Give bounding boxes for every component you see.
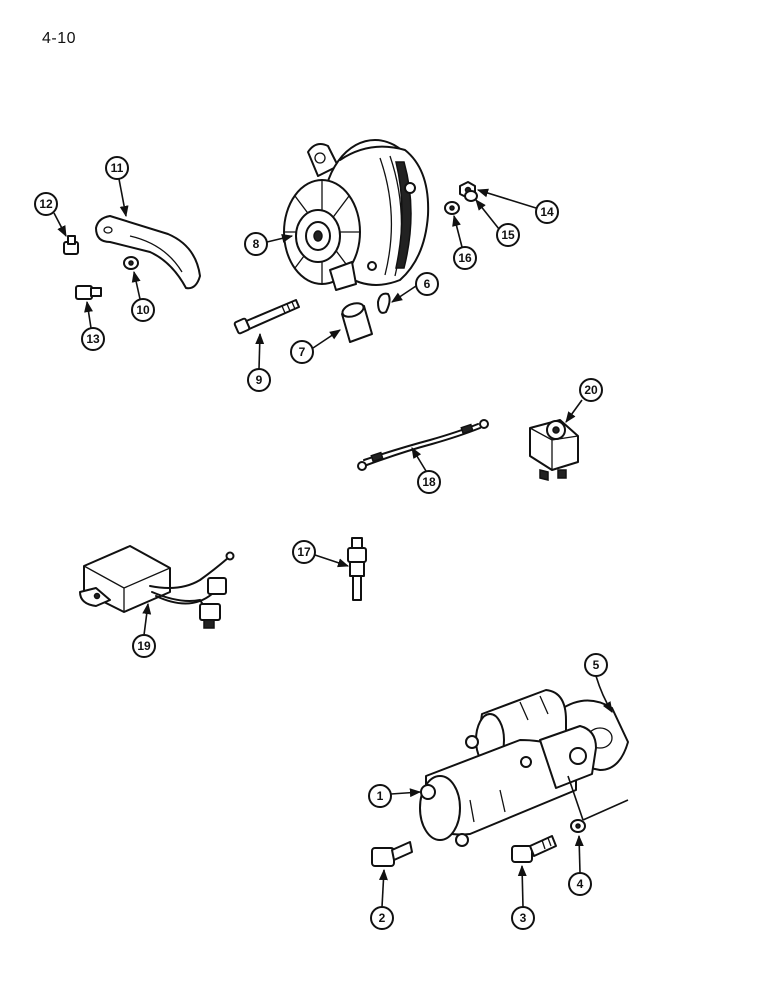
callout-15: 15 xyxy=(496,223,520,247)
bolt-13-illustration xyxy=(75,285,102,300)
bolt-2-illustration xyxy=(371,841,413,867)
svg-text:5: 5 xyxy=(593,658,600,672)
leader-14 xyxy=(476,188,537,209)
leader-5 xyxy=(595,675,613,713)
leader-8 xyxy=(266,233,294,243)
svg-text:3: 3 xyxy=(520,911,527,925)
starter-illustration xyxy=(419,689,629,847)
svg-text:7: 7 xyxy=(299,345,306,359)
bolt-9-illustration xyxy=(233,299,300,335)
leader-11 xyxy=(118,178,129,218)
callout-8: 8 xyxy=(244,232,268,256)
leader-7 xyxy=(312,329,341,349)
leader-20 xyxy=(565,399,583,423)
callout-18: 18 xyxy=(417,470,441,494)
callout-2: 2 xyxy=(370,906,394,930)
svg-text:4: 4 xyxy=(577,877,584,891)
svg-text:19: 19 xyxy=(137,639,151,653)
spacer-plate-6-illustration xyxy=(377,292,391,314)
leader-12 xyxy=(53,212,67,237)
callout-5: 5 xyxy=(584,653,608,677)
leader-6 xyxy=(391,285,417,303)
leader-2 xyxy=(378,868,388,908)
leader-1 xyxy=(390,788,422,798)
leader-16 xyxy=(452,214,463,248)
callout-14: 14 xyxy=(535,200,559,224)
callout-13: 13 xyxy=(81,327,105,351)
leader-18 xyxy=(411,447,427,472)
wire-lead-18-illustration xyxy=(357,419,489,471)
callout-19: 19 xyxy=(132,634,156,658)
callout-12: 12 xyxy=(34,192,58,216)
leader-17 xyxy=(314,554,350,568)
callout-16: 16 xyxy=(453,246,477,270)
spacer-7-illustration xyxy=(341,302,373,343)
leader-4b xyxy=(567,775,629,821)
leader-lines xyxy=(53,178,629,908)
svg-text:14: 14 xyxy=(540,205,554,219)
svg-text:2: 2 xyxy=(379,911,386,925)
adjusting-strap-illustration xyxy=(95,215,201,290)
leader-3 xyxy=(517,864,527,908)
glow-plug-17-illustration xyxy=(347,537,367,601)
callout-10: 10 xyxy=(131,298,155,322)
callout-6: 6 xyxy=(415,272,439,296)
leader-4 xyxy=(574,834,584,874)
svg-text:16: 16 xyxy=(458,251,472,265)
svg-text:18: 18 xyxy=(422,475,436,489)
lock-washer-15-illustration xyxy=(464,190,478,202)
callout-17: 17 xyxy=(292,540,316,564)
relay-20-illustration xyxy=(529,419,579,481)
bolt-12-illustration xyxy=(63,235,79,255)
leader-13 xyxy=(84,300,93,329)
svg-text:11: 11 xyxy=(111,161,124,175)
svg-text:1: 1 xyxy=(377,789,384,803)
svg-text:17: 17 xyxy=(297,545,311,559)
callouts: 1 2 3 4 5 6 7 8 9 10 11 12 13 14 15 16 1… xyxy=(34,156,608,930)
controller-19-illustration xyxy=(79,545,235,629)
leader-10 xyxy=(131,270,141,300)
svg-text:15: 15 xyxy=(501,228,515,242)
leader-9 xyxy=(255,332,265,370)
svg-text:12: 12 xyxy=(39,197,53,211)
alternator-illustration xyxy=(283,139,430,291)
page-number: 4-10 xyxy=(42,30,77,47)
callout-20: 20 xyxy=(579,378,603,402)
callout-9: 9 xyxy=(247,368,271,392)
callout-1: 1 xyxy=(368,784,392,808)
svg-text:9: 9 xyxy=(256,373,263,387)
svg-text:6: 6 xyxy=(424,277,431,291)
callout-11: 11 xyxy=(105,156,129,180)
callout-3: 3 xyxy=(511,906,535,930)
leader-15 xyxy=(475,199,500,230)
svg-text:10: 10 xyxy=(136,303,150,317)
leader-19 xyxy=(142,602,152,636)
svg-text:20: 20 xyxy=(584,383,598,397)
callout-4: 4 xyxy=(568,872,592,896)
bolt-3-illustration xyxy=(511,835,557,863)
svg-text:8: 8 xyxy=(253,237,260,251)
svg-text:13: 13 xyxy=(86,332,100,346)
callout-7: 7 xyxy=(290,340,314,364)
